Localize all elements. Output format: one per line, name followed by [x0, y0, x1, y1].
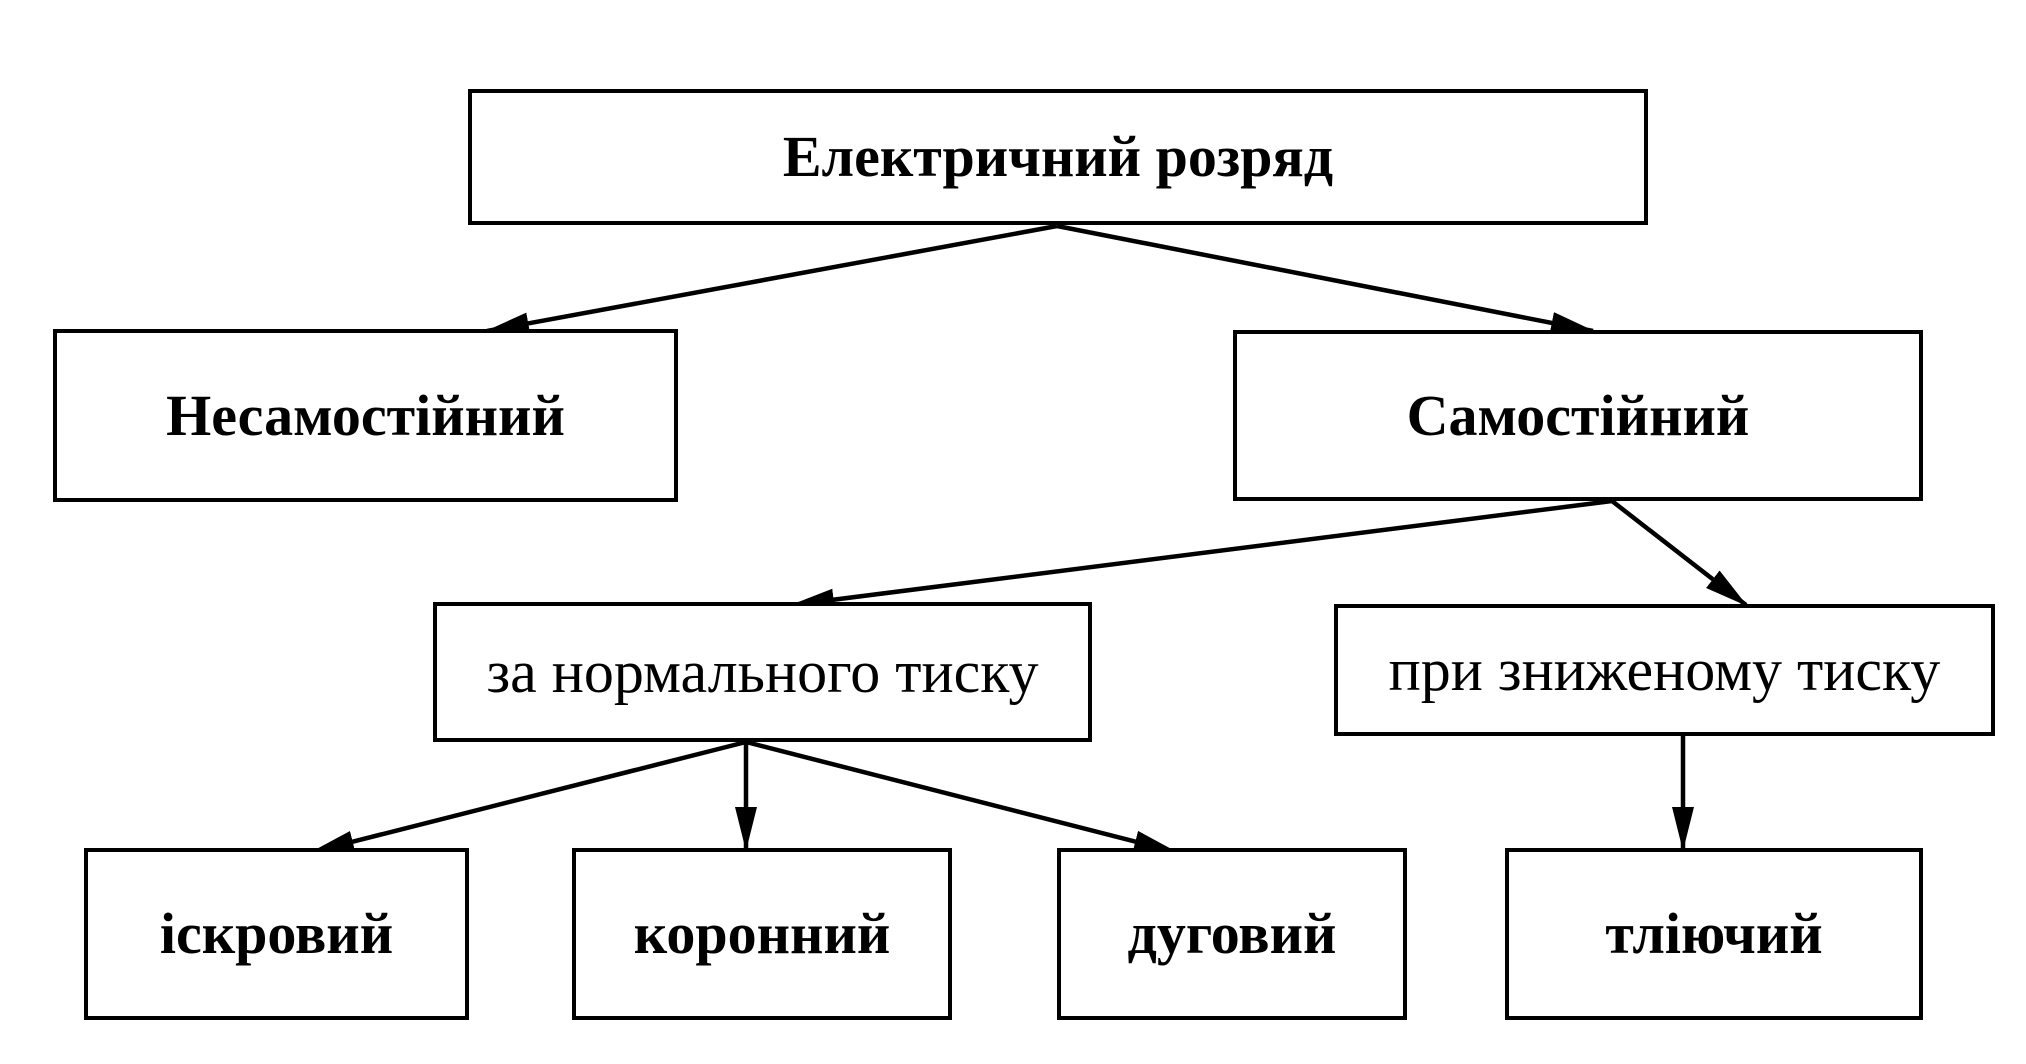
node-arc: дуговий: [1057, 848, 1407, 1020]
node-arc-label: дуговий: [1127, 901, 1337, 967]
node-corona-label: коронний: [633, 901, 891, 967]
node-self-sustained: Самостійний: [1233, 330, 1923, 501]
node-electric-discharge-label: Електричний розряд: [782, 124, 1334, 190]
node-spark-label: іскровий: [159, 901, 394, 967]
node-self-sustained-label: Самостійний: [1406, 382, 1750, 448]
node-electric-discharge: Електричний розряд: [468, 89, 1648, 225]
edge-normal_pressure-to-spark: [310, 739, 747, 855]
node-normal-pressure: за нормального тиску: [433, 602, 1092, 742]
node-non-self-sustained: Несамостійний: [53, 329, 678, 502]
node-non-self-sustained-label: Несамостійний: [166, 382, 565, 448]
node-reduced-pressure: при зниженому тиску: [1334, 604, 1995, 736]
edge-self_sustained-to-normal_pressure: [790, 498, 1613, 611]
node-reduced-pressure-label: при зниженому тиску: [1388, 637, 1941, 703]
edge-normal_pressure-to-arc: [745, 739, 1178, 855]
edge-root-to-non_self_sustained: [485, 223, 1058, 335]
edge-self_sustained-to-reduced_pressure: [1610, 499, 1748, 607]
node-glow-label: тліючий: [1605, 901, 1823, 967]
node-normal-pressure-label: за нормального тиску: [486, 639, 1039, 705]
node-glow: тліючий: [1505, 848, 1923, 1020]
edge-root-to-self_sustained: [1056, 223, 1595, 334]
node-spark: іскровий: [84, 848, 469, 1020]
node-corona: коронний: [572, 848, 952, 1020]
